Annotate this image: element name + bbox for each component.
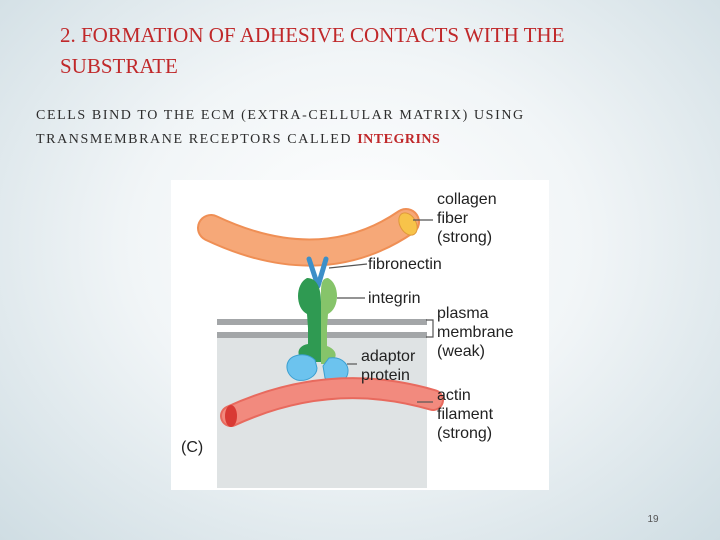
subtitle-text: CELLS BIND TO THE ECM (EXTRA-CELLULAR MA…	[36, 108, 525, 147]
page-number: 19	[647, 514, 659, 525]
label-actin-1: actin	[437, 387, 471, 404]
label-actin-3: (strong)	[437, 425, 492, 442]
subtitle-highlight-integrins: INTEGRINS	[357, 132, 441, 147]
label-actin-2: filament	[437, 406, 494, 423]
label-membrane-1: plasma	[437, 305, 489, 322]
integrin-alpha-subunit	[298, 278, 321, 362]
label-collagen-1: collagen	[437, 191, 497, 208]
label-integrin: integrin	[368, 290, 420, 307]
actin-filament-fill	[222, 379, 442, 425]
label-collagen-3: (strong)	[437, 229, 492, 246]
label-adaptor-1: adaptor	[361, 348, 416, 365]
integrin-beta-subunit	[320, 278, 337, 364]
slide-title: 2. FORMATION OF ADHESIVE CONTACTS WITH T…	[60, 23, 565, 78]
leader-fibronectin	[328, 263, 368, 269]
label-adaptor-2: protein	[361, 367, 410, 384]
label-membrane-2: membrane	[437, 324, 514, 341]
membrane-bracket	[426, 319, 434, 338]
actin-filament-end	[225, 405, 237, 427]
integrin-diagram: collagen fiber (strong) fibronectin integr…	[171, 180, 549, 490]
label-membrane-3: (weak)	[437, 343, 485, 360]
label-collagen-2: fiber	[437, 210, 469, 227]
collagen-fiber-fill	[199, 210, 418, 265]
slide-subtitle: CELLS BIND TO THE ECM (EXTRA-CELLULAR MA…	[36, 104, 676, 152]
adaptor-protein-left	[286, 354, 318, 381]
panel-label: (C)	[181, 439, 203, 456]
label-fibronectin: fibronectin	[368, 256, 442, 273]
